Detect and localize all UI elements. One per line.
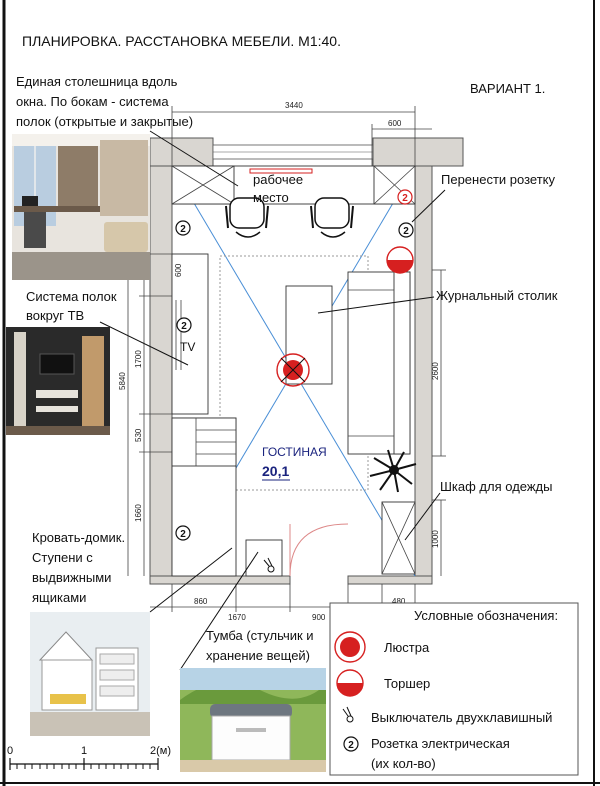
room-area: 20,1	[262, 463, 289, 479]
socket-icon: 2	[398, 222, 414, 238]
storage-pouf	[245, 539, 283, 577]
socket-icon: 2	[176, 317, 192, 333]
floor-lamp-icon	[386, 246, 414, 274]
sockets: 2 2 2 2 2	[175, 189, 414, 541]
dim-left-1700: 1700	[134, 350, 143, 368]
svg-text:2: 2	[402, 193, 408, 204]
dim-left-600: 600	[174, 263, 183, 277]
callout-bed: Кровать-домик. Ступени с выдвижными ящик…	[32, 530, 129, 605]
svg-text:2: 2	[180, 224, 186, 235]
callout-pouf: Тумба (стульчик и хранение вещей)	[206, 628, 317, 663]
socket-old-icon: 2	[397, 189, 413, 205]
dim-right-1000: 1000	[431, 530, 440, 548]
room-interior: ГОСТИНАЯ 20,1 TV	[171, 165, 417, 577]
dim-bottom-480: 480	[392, 597, 406, 606]
legend-socket-label: Розетка электрическая	[371, 736, 510, 751]
legend-title: Условные обозначения:	[414, 608, 558, 623]
plant-icon	[369, 449, 417, 493]
callout-desk: Единая столешница вдоль окна. По бокам -…	[16, 74, 193, 129]
scale-label-2: 2(м)	[150, 745, 171, 757]
legend-floor-lamp-label: Торшер	[384, 676, 430, 691]
dim-left-total: 5840	[118, 372, 127, 390]
tv-shelves-photo	[6, 327, 110, 435]
dim-top-total: 3440	[285, 101, 303, 110]
svg-text:2: 2	[181, 321, 187, 332]
svg-text:2: 2	[403, 226, 409, 237]
callout-wardrobe: Шкаф для одежды	[440, 479, 553, 494]
room-name: ГОСТИНАЯ	[262, 445, 327, 459]
callout-coffee-table: Журнальный столик	[436, 288, 558, 303]
variant-label: ВАРИАНТ 1.	[470, 81, 545, 96]
legend-chandelier-icon	[334, 631, 366, 663]
workplace-photo	[12, 134, 150, 280]
callout-workplace: рабочее место	[253, 172, 307, 205]
switch-icon	[263, 557, 275, 573]
dim-right-2600: 2600	[431, 362, 440, 380]
tv-shelving	[171, 253, 209, 415]
chandelier-icon	[276, 353, 310, 387]
legend-chandelier-label: Люстра	[384, 640, 430, 655]
pouf-photo	[180, 668, 326, 772]
socket-icon: 2	[175, 220, 191, 236]
legend-switch-label: Выключатель двухклавишный	[371, 710, 552, 725]
dim-left-1660: 1660	[134, 504, 143, 522]
legend-socket-note: (их кол-во)	[371, 756, 436, 771]
dim-top-right: 600	[388, 119, 402, 128]
dimension-lines: 3440 600 5840 600 1700 530 1660 2600 100…	[118, 101, 446, 622]
office-chair	[310, 197, 354, 238]
scale-bar: 0 1 2(м)	[7, 745, 171, 770]
legend: Условные обозначения: Люстра Торшер Выкл…	[329, 602, 579, 776]
bed-photo	[30, 612, 150, 736]
door-swing	[289, 523, 349, 577]
legend-switch-icon	[342, 706, 354, 723]
svg-text:2: 2	[348, 740, 354, 751]
office-chair	[225, 197, 269, 238]
tv-label: TV	[180, 340, 195, 354]
scale-label-0: 0	[7, 745, 13, 757]
dim-bottom-860: 860	[194, 597, 208, 606]
desk-lamp	[249, 168, 313, 174]
legend-floor-lamp-icon	[336, 669, 364, 697]
svg-text:2: 2	[180, 529, 186, 540]
legend-socket-icon: 2	[343, 736, 359, 752]
socket-icon: 2	[175, 525, 191, 541]
plan-title: ПЛАНИРОВКА. РАССТАНОВКА МЕБЕЛИ. М1:40.	[22, 33, 341, 49]
callout-move-socket: Перенести розетку	[441, 172, 555, 187]
scale-label-1: 1	[81, 745, 87, 757]
dim-bottom-1670: 1670	[228, 613, 246, 622]
callout-tv-shelves: Система полок вокруг ТВ	[26, 289, 120, 323]
callouts: Единая столешница вдоль окна. По бокам -…	[16, 74, 558, 671]
dim-left-530: 530	[134, 428, 143, 442]
dim-bottom-900: 900	[312, 613, 326, 622]
